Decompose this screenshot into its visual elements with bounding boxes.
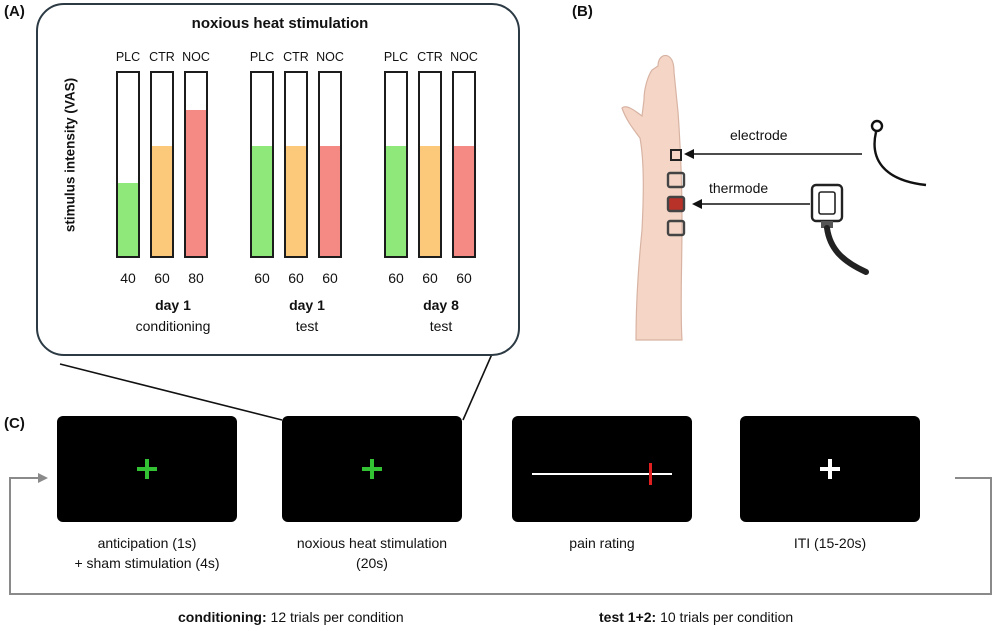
intensity-value: 60 — [154, 270, 170, 286]
intensity-fill — [386, 146, 406, 256]
thermode-site-1 — [666, 171, 686, 189]
phase-label: conditioning — [135, 318, 211, 334]
intensity-tube — [284, 71, 308, 258]
intensity-fill — [454, 146, 474, 256]
footer-conditioning-text: 12 trials per condition — [266, 609, 404, 625]
thermode-site-2 — [666, 195, 686, 213]
stimulation-title: noxious heat stimulation — [191, 15, 369, 32]
panel-label-a: (A) — [4, 3, 25, 20]
label-line-2: (20s) — [356, 555, 388, 571]
day-label: day 1 — [289, 297, 325, 313]
electrode-label: electrode — [730, 127, 788, 143]
screen-anticipation — [57, 416, 237, 522]
day-label: day 1 — [155, 297, 191, 313]
arm-icon — [621, 54, 683, 341]
condition-group: PLC 40 CTR 60 NOC 80 day 1 conditioning — [116, 5, 230, 358]
panel-label-c: (C) — [4, 415, 25, 432]
condition-label: PLC — [249, 50, 275, 64]
condition-label: CTR — [149, 50, 175, 64]
screen-iti — [740, 416, 920, 522]
footer-test: test 1+2: 10 trials per condition — [599, 609, 793, 625]
arm-illustration — [621, 54, 927, 341]
footer-test-bold: test 1+2: — [599, 609, 657, 625]
intensity-value: 60 — [322, 270, 338, 286]
intensity-fill — [118, 182, 138, 256]
day-label: day 8 — [423, 297, 459, 313]
label-line-1: pain rating — [569, 535, 635, 551]
intensity-value: 60 — [388, 270, 404, 286]
intensity-tube — [184, 71, 208, 258]
intensity-value: 60 — [456, 270, 472, 286]
footer-conditioning: conditioning: 12 trials per condition — [178, 609, 404, 625]
panel-label-b: (B) — [572, 3, 593, 20]
intensity-tube — [250, 71, 274, 258]
screen-pain-rating — [512, 416, 692, 522]
label-line-1: noxious heat stimulation — [296, 535, 448, 551]
intensity-value: 60 — [422, 270, 438, 286]
thermode-site-3 — [666, 219, 686, 237]
intensity-fill — [186, 109, 206, 256]
rating-scale-line — [532, 473, 672, 475]
phase-label: test — [295, 318, 319, 334]
condition-label: CTR — [417, 50, 443, 64]
intensity-value: 60 — [288, 270, 304, 286]
intensity-tube — [384, 71, 408, 258]
label-line-2: + sham stimulation (4s) — [74, 555, 220, 571]
intensity-fill — [420, 146, 440, 256]
condition-label: NOC — [182, 50, 210, 64]
label-line-1: ITI (15-20s) — [793, 535, 867, 551]
intensity-tube — [150, 71, 174, 258]
intensity-value: 60 — [254, 270, 270, 286]
screen-label-anticipation: anticipation (1s) + sham stimulation (4s… — [37, 533, 257, 573]
footer-test-text: 10 trials per condition — [656, 609, 794, 625]
intensity-fill — [320, 146, 340, 256]
electrode-icon — [870, 119, 884, 133]
screen-noxious-heat — [282, 416, 462, 522]
intensity-fill — [286, 146, 306, 256]
intensity-tube — [418, 71, 442, 258]
stimulation-panel: noxious heat stimulation stimulus intens… — [36, 3, 520, 356]
screen-label-iti: ITI (15-20s) — [720, 533, 940, 553]
intensity-fill — [152, 146, 172, 256]
intensity-tube — [116, 71, 140, 258]
rating-marker — [649, 463, 652, 485]
condition-label: NOC — [316, 50, 344, 64]
electrode-pad — [670, 149, 682, 161]
condition-group: PLC 60 CTR 60 NOC 60 day 1 test — [250, 5, 364, 358]
screen-label-pain-rating: pain rating — [492, 533, 712, 553]
thermode-icon — [810, 183, 869, 275]
condition-label: PLC — [115, 50, 141, 64]
condition-label: CTR — [283, 50, 309, 64]
intensity-fill — [252, 146, 272, 256]
intensity-value: 80 — [188, 270, 204, 286]
thermode-label: thermode — [709, 180, 769, 196]
label-line-1: anticipation (1s) — [97, 535, 197, 551]
footer-conditioning-bold: conditioning: — [178, 609, 267, 625]
condition-group: PLC 60 CTR 60 NOC 60 day 8 test — [384, 5, 498, 358]
intensity-value: 40 — [120, 270, 136, 286]
phase-label: test — [429, 318, 453, 334]
condition-label: NOC — [450, 50, 478, 64]
screen-label-noxious-heat: noxious heat stimulation (20s) — [262, 533, 482, 573]
condition-label: PLC — [383, 50, 409, 64]
intensity-tube — [452, 71, 476, 258]
intensity-tube — [318, 71, 342, 258]
